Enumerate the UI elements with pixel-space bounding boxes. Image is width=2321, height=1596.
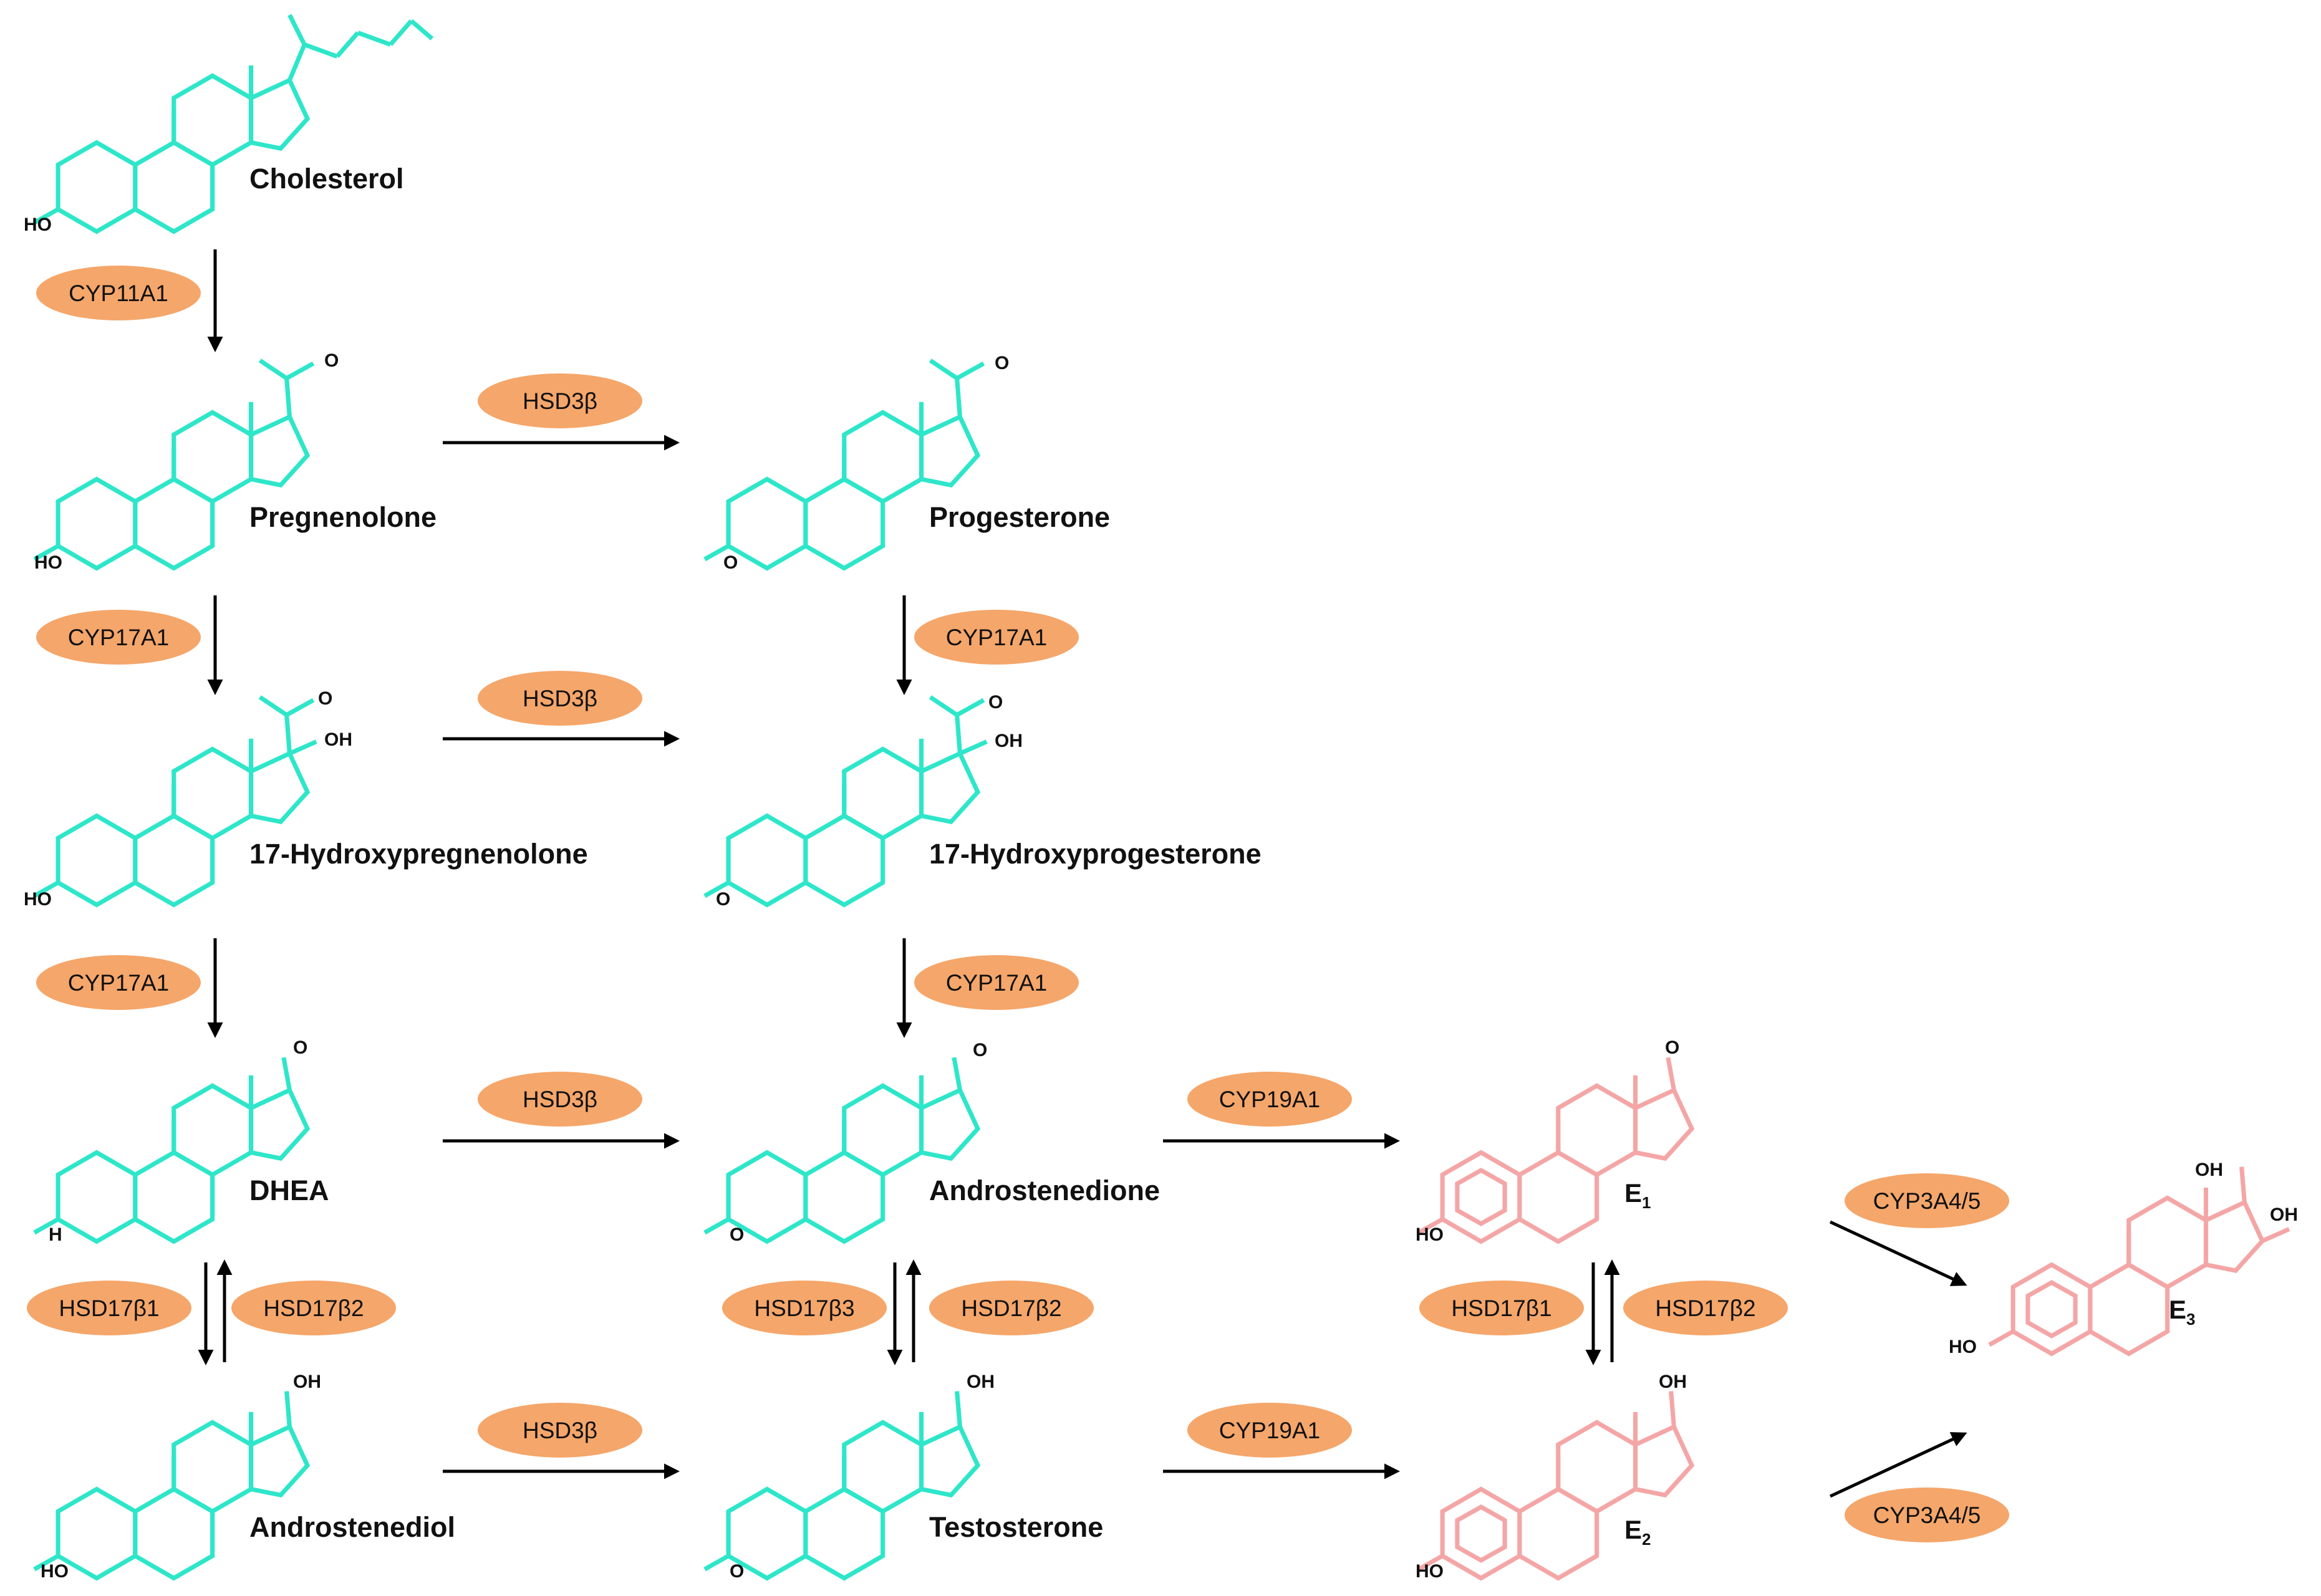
ketone-oxygen-label: O: [1665, 1037, 1679, 1058]
pregnenolone-structure: [33, 358, 315, 568]
dhea-structure: [33, 1057, 307, 1241]
enzyme-hsd3b: HSD3β: [478, 671, 642, 726]
progesterone-structure: [703, 358, 985, 568]
hydroxyprogesterone-structure: [703, 695, 988, 905]
estradiol-structure: [1417, 1391, 1692, 1579]
pregnenolone-label: Pregnenolone: [249, 501, 437, 533]
reaction-arrow: [1829, 1432, 1967, 1498]
enzyme-label: HSD3β: [523, 686, 597, 711]
hydroxyl-label: OH: [967, 1372, 995, 1392]
enzyme-label: CYP17A1: [68, 970, 170, 996]
ketone-oxygen-label: O: [293, 1037, 307, 1058]
estriol-label: E3: [2169, 1295, 2195, 1329]
enzyme-cyp17a1: CYP17A1: [36, 610, 201, 665]
ketone-oxygen-label: O: [318, 688, 332, 709]
enzyme-hsd3b: HSD3β: [478, 1403, 642, 1458]
androstenedione-label: Androstenedione: [929, 1175, 1160, 1206]
enzyme-hsd17b3: HSD17β3: [722, 1281, 887, 1335]
hydroxyl-label: OH: [2270, 1204, 2298, 1225]
estrone-label: E1: [1624, 1178, 1651, 1212]
testosterone-structure: [703, 1391, 978, 1579]
ketone-oxygen-label: O: [723, 552, 738, 573]
hydroxyl-label: HO: [34, 552, 62, 573]
hydroxypregnenolone-structure: [33, 695, 317, 905]
ketone-oxygen-label: O: [730, 1224, 744, 1245]
enzyme-cyp19a1: CYP19A1: [1187, 1403, 1352, 1458]
enzyme-label: HSD17β1: [59, 1296, 159, 1321]
enzyme-label: HSD17β3: [754, 1296, 854, 1321]
progesterone-label: Progesterone: [929, 501, 1110, 533]
enzyme-cyp3a45: CYP3A4/5: [1845, 1173, 2009, 1228]
hydroxyl-label: HO: [1949, 1337, 1977, 1357]
enzyme-cyp11a1: CYP11A1: [36, 266, 201, 320]
hydroxypregnenolone-label: 17-Hydroxypregnenolone: [249, 838, 588, 870]
androstenedione-structure: [703, 1057, 978, 1241]
enzyme-cyp17a1: CYP17A1: [36, 955, 201, 1010]
cholesterol-structure: [33, 14, 434, 231]
dhea-label: DHEA: [249, 1175, 329, 1206]
enzyme-label: HSD17β2: [1655, 1296, 1755, 1321]
enzyme-hsd17b2: HSD17β2: [929, 1281, 1094, 1335]
hydroxyl-label: HO: [1416, 1224, 1444, 1245]
ketone-oxygen-label: O: [973, 1040, 987, 1060]
hydroxyl-label: HO: [24, 889, 52, 910]
enzyme-cyp19a1: CYP19A1: [1187, 1072, 1352, 1127]
enzyme-label: CYP3A4/5: [1873, 1188, 1981, 1214]
hydroxyl-label: HO: [1416, 1561, 1444, 1582]
enzyme-label: HSD3β: [523, 1418, 597, 1443]
enzyme-label: CYP17A1: [946, 970, 1048, 996]
hydroxyl-label: OH: [995, 731, 1023, 751]
cholesterol-label: Cholesterol: [249, 163, 404, 195]
enzyme-label: HSD17β2: [263, 1296, 364, 1321]
hydroxyl-label: OH: [1659, 1372, 1687, 1392]
enzyme-hsd3b: HSD3β: [478, 373, 642, 428]
androstenediol-structure: [33, 1391, 307, 1579]
reaction-arrow: [1829, 1220, 1967, 1286]
hydroxyprogesterone-label: 17-Hydroxyprogesterone: [929, 838, 1262, 870]
enzyme-cyp17a1: CYP17A1: [914, 955, 1079, 1010]
enzyme-label: CYP17A1: [68, 625, 170, 650]
enzyme-hsd17b2: HSD17β2: [1623, 1281, 1788, 1335]
ketone-oxygen-label: O: [730, 1561, 744, 1582]
testosterone-label: Testosterone: [929, 1511, 1103, 1543]
enzyme-cyp3a45: CYP3A4/5: [1845, 1488, 2009, 1542]
ketone-oxygen-label: O: [324, 350, 339, 371]
hydroxyl-label: OH: [2195, 1160, 2223, 1180]
enzyme-cyp17a1: CYP17A1: [914, 610, 1079, 665]
enzyme-label: CYP3A4/5: [1873, 1502, 1981, 1528]
enzyme-label: CYP19A1: [1219, 1418, 1321, 1443]
enzyme-label: CYP19A1: [1219, 1087, 1321, 1112]
enzyme-label: HSD17β1: [1451, 1296, 1551, 1321]
hydrogen-label: H: [49, 1224, 62, 1245]
enzyme-label: HSD3β: [523, 388, 597, 414]
enzyme-label: HSD3β: [523, 1087, 597, 1112]
hydroxyl-label: OH: [324, 729, 352, 750]
hydroxyl-label: OH: [293, 1372, 321, 1392]
estriol-structure: [1988, 1166, 2290, 1354]
enzyme-label: CYP11A1: [69, 281, 168, 306]
enzyme-hsd17b1: HSD17β1: [27, 1281, 191, 1335]
enzyme-hsd17b2: HSD17β2: [231, 1281, 396, 1335]
enzyme-hsd17b1: HSD17β1: [1419, 1281, 1584, 1335]
hydroxyl-label: HO: [41, 1561, 69, 1582]
estrone-structure: [1417, 1057, 1692, 1241]
estradiol-label: E2: [1624, 1515, 1651, 1549]
ketone-oxygen-label: O: [995, 353, 1009, 373]
enzyme-hsd3b: HSD3β: [478, 1072, 642, 1127]
ketone-oxygen-label: O: [716, 889, 730, 910]
enzyme-label: HSD17β2: [961, 1296, 1061, 1321]
enzyme-label: CYP17A1: [946, 625, 1048, 650]
ketone-oxygen-label: O: [988, 692, 1003, 713]
androstenediol-label: Androstenediol: [249, 1511, 455, 1543]
hydroxyl-label: HO: [24, 214, 52, 235]
